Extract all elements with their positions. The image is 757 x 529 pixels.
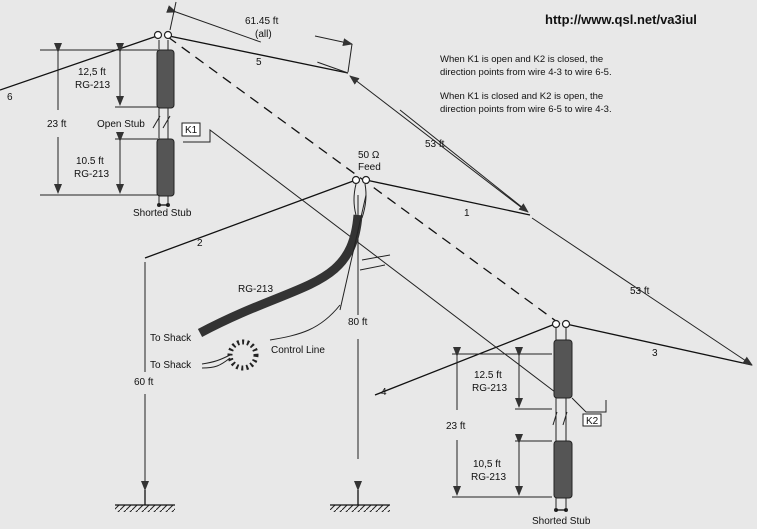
left-upper-len: 12,5 ft [78,67,106,78]
insulator [561,319,571,329]
coax-stub-upper [553,339,573,399]
stub-total-left: 23 ft [47,119,67,130]
right-lower-type: RG-213 [471,472,506,483]
left-upper-type: RG-213 [75,80,110,91]
feed-impedance: 50 Ω [358,150,380,161]
left-lower-len: 10.5 ft [76,156,104,167]
left-lower-type: RG-213 [74,169,109,180]
note-line: When K1 is closed and K2 is open, the [440,91,603,102]
insulator [163,30,173,40]
wire-4 [374,323,556,396]
relay-k1-label: K1 [185,125,198,136]
source-url: http://www.qsl.net/va3iul [545,12,697,27]
wire-2 [144,179,357,259]
insulator [551,319,561,329]
wire-53a-label: 53 ft [425,139,445,150]
feed-label: Feed [358,162,381,173]
left-shorted-label: Shorted Stub [133,208,192,219]
stub-total-right: 23 ft [446,421,466,432]
control-line-label: Control Line [271,345,325,356]
insulator [361,175,371,185]
ground-left [115,505,175,512]
wire-6 [0,35,158,91]
wire-3 [565,323,753,366]
wire-53b-label: 53 ft [630,286,650,297]
wire-4-label: 4 [381,387,387,398]
left-stub [152,30,201,207]
feedline [197,175,391,371]
mast-left-label: 60 ft [134,377,154,388]
dimension-lines [40,1,753,498]
k1-control-wire [183,128,556,393]
control-line-coil [227,339,259,371]
wire-3-label: 3 [652,348,658,359]
mast-center-label: 80 ft [348,317,368,328]
coax-stub-lower [553,440,573,499]
k2-control-wire [571,397,607,413]
note-line: direction points from wire 6-5 to wire 4… [440,104,612,115]
coax-stub-upper [156,49,175,109]
to-shack-coax: To Shack [150,333,192,344]
open-stub-label: Open Stub [97,119,145,130]
wire-5 [168,35,349,74]
relay-k2-label: K2 [586,416,599,427]
antenna-wires [0,35,753,413]
top-span-label: 61.45 ft [245,16,279,27]
note-line: When K1 is open and K2 is closed, the [440,54,603,65]
wire-2-label: 2 [197,238,203,249]
relay-k2 [582,413,602,427]
relay-k1 [181,122,201,137]
insulator [153,30,163,40]
to-shack-control: To Shack [150,360,192,371]
coax-rg213 [197,214,363,337]
coax-label: RG-213 [238,284,273,295]
wire-1-label: 1 [464,208,470,219]
top-span-note: (all) [255,29,272,40]
insulator [351,175,361,185]
right-upper-len: 12.5 ft [474,370,502,381]
wire-5-label: 5 [256,57,262,68]
right-lower-len: 10,5 ft [473,459,501,470]
right-stub [551,319,602,512]
right-upper-type: RG-213 [472,383,507,394]
right-shorted-label: Shorted Stub [532,516,591,527]
wire-1 [365,179,531,216]
ground-center [330,505,390,512]
note-line: direction points from wire 4-3 to wire 6… [440,67,612,78]
wire-6-label: 6 [7,92,13,103]
coax-stub-lower [156,138,175,197]
